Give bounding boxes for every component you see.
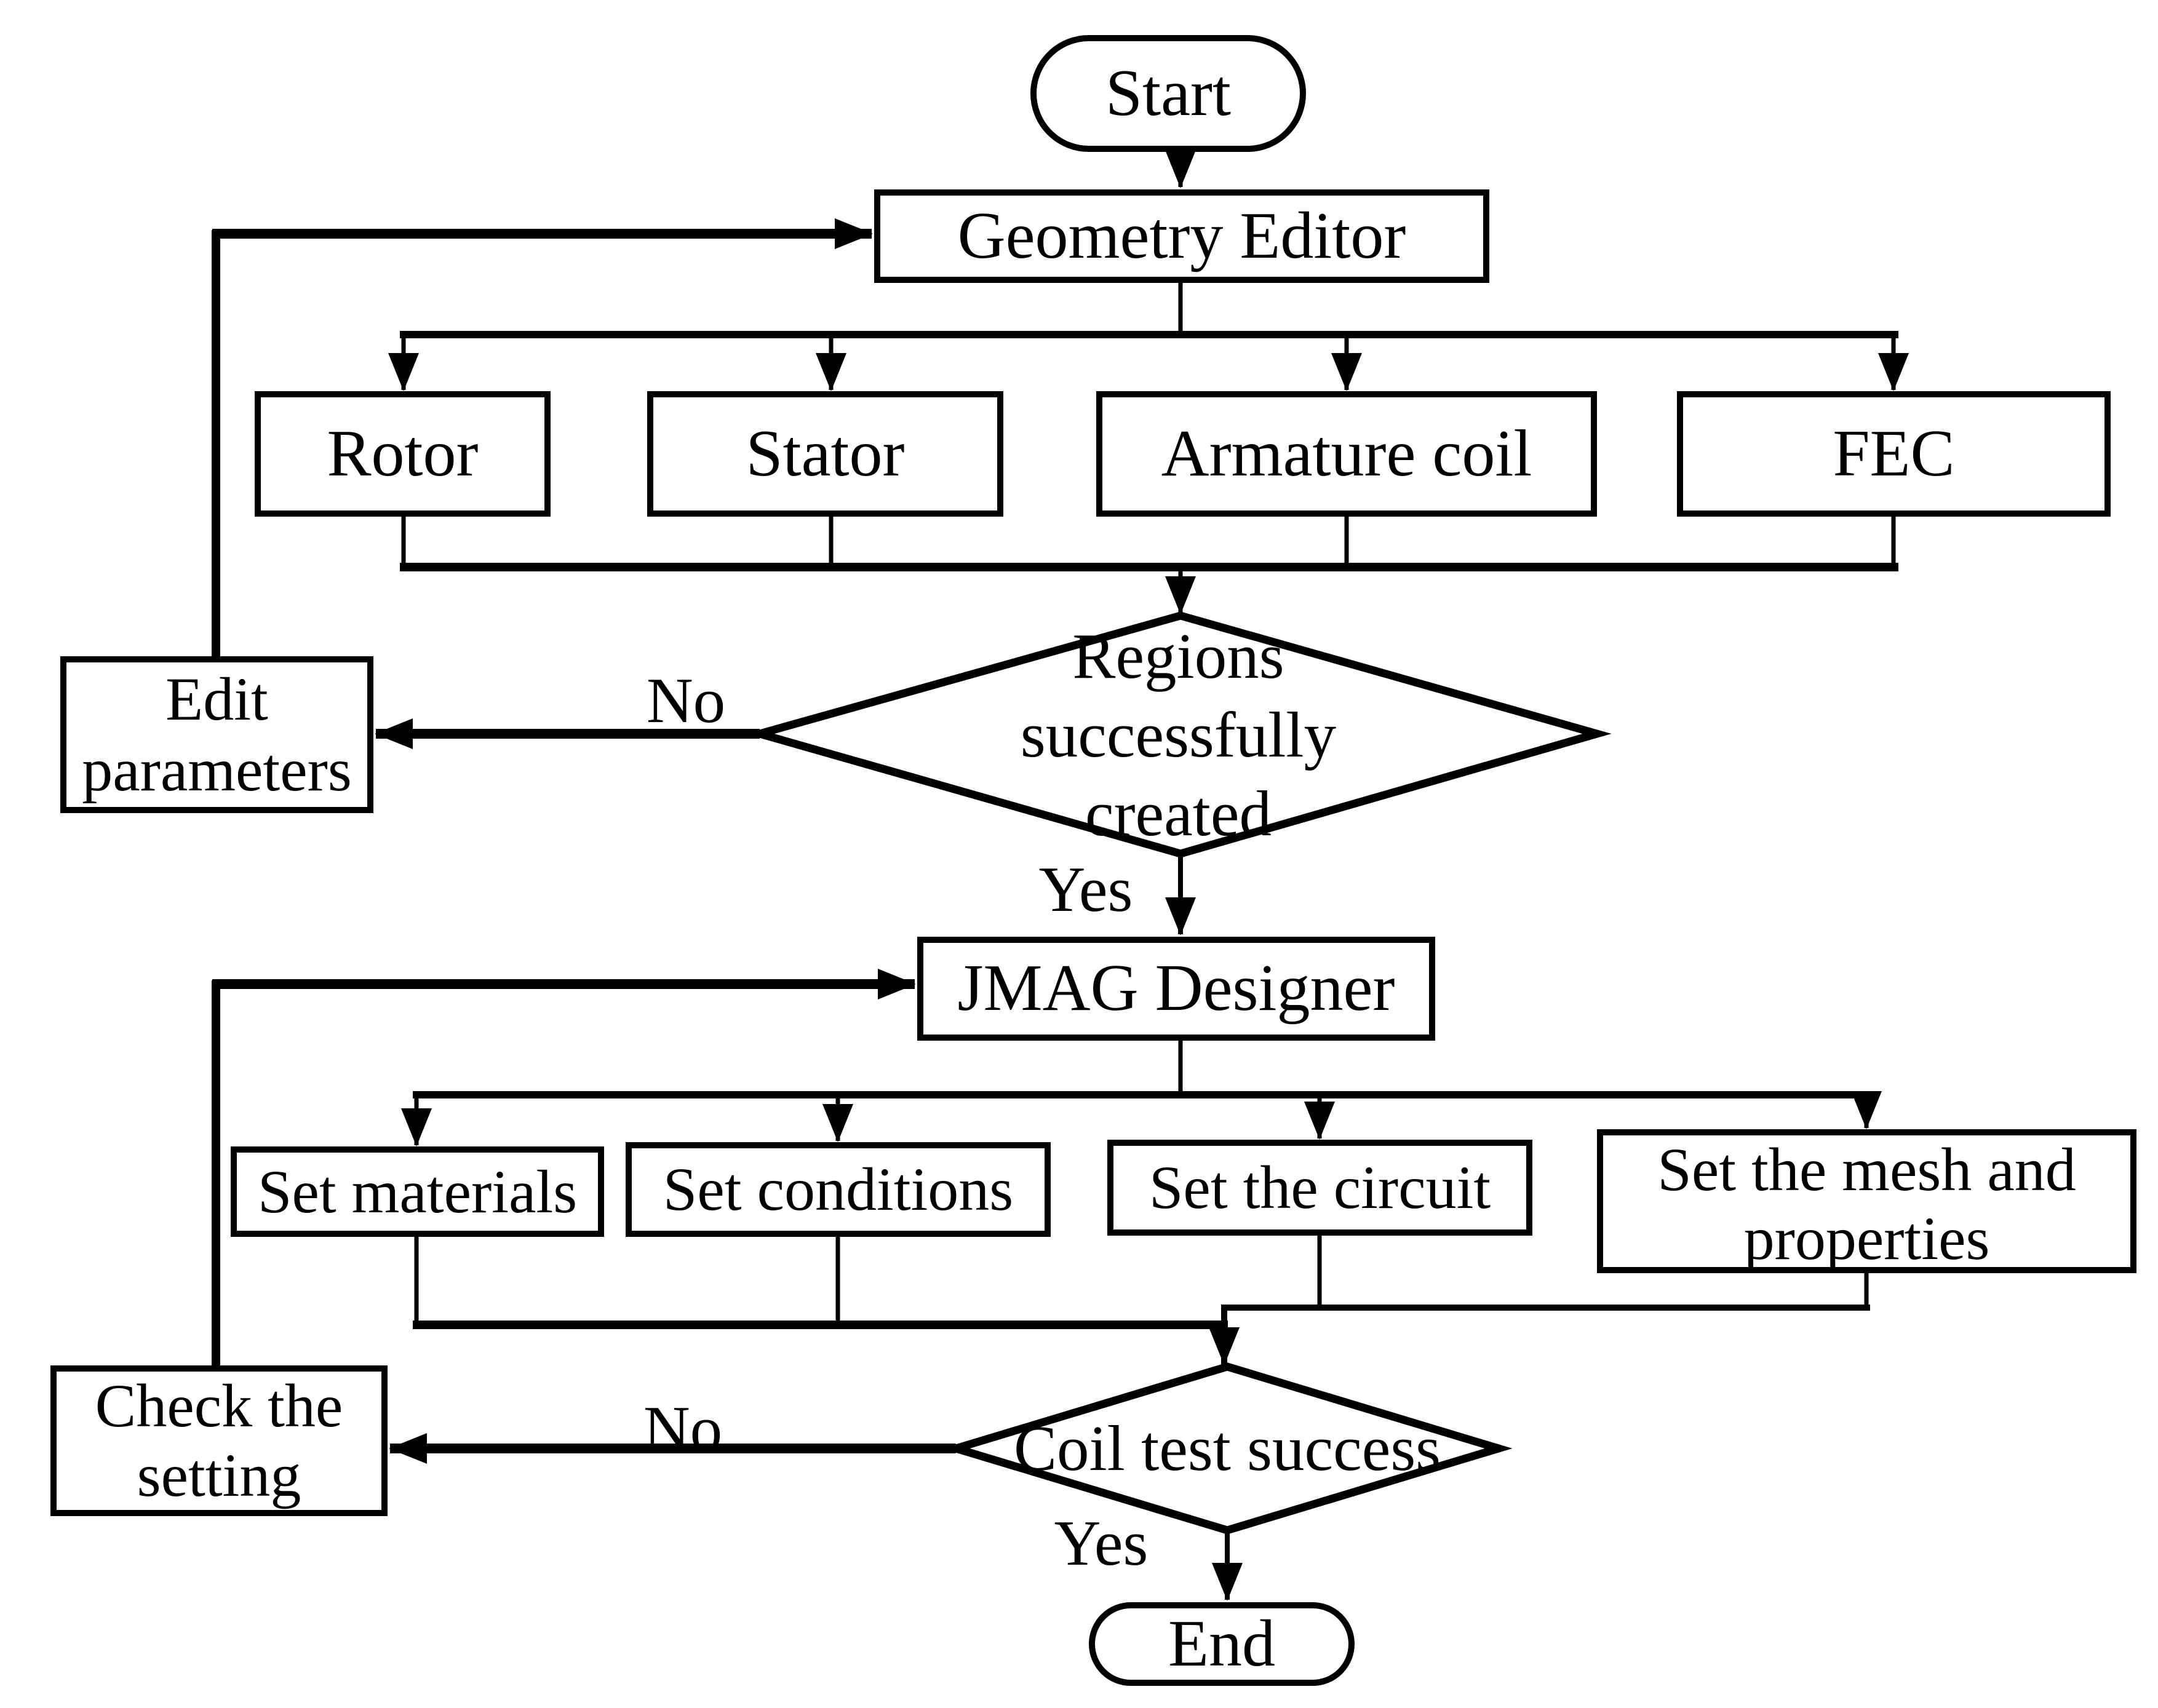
set-the-circuit-node: Set the circuit (1107, 1140, 1532, 1236)
fec-node: FEC (1677, 391, 2111, 517)
armature-coil-node: Armature coil (1096, 391, 1597, 517)
stator-node: Stator (647, 391, 1003, 517)
edit-parameters-line1: Edit (165, 664, 268, 733)
jmag-designer-node: JMAG Designer (917, 937, 1435, 1041)
regions-decision-line3: created (1085, 777, 1272, 849)
geometry-editor-label: Geometry Editor (957, 199, 1406, 272)
set-conditions-node: Set conditions (626, 1142, 1051, 1237)
start-node: Start (1030, 35, 1306, 152)
check-setting-line1: Check the (95, 1372, 343, 1440)
coil-yes-label: Yes (1054, 1507, 1149, 1579)
rotor-label: Rotor (327, 416, 479, 490)
end-label: End (1168, 1607, 1275, 1680)
rotor-node: Rotor (255, 391, 551, 517)
set-mesh-line2: properties (1743, 1204, 1990, 1273)
set-mesh-line1: Set the mesh and (1657, 1135, 2076, 1204)
coil-decision-shape (942, 1362, 1513, 1535)
coil-decision-label: Coil test success (1013, 1412, 1441, 1484)
check-setting-node: Check the setting (50, 1365, 388, 1516)
regions-decision-line2: successfully (1020, 698, 1337, 771)
edit-parameters-line2: parameters (82, 736, 352, 804)
fec-label: FEC (1833, 416, 1955, 490)
coil-no-label: No (643, 1392, 723, 1464)
check-setting-line2: setting (137, 1440, 301, 1509)
end-node: End (1089, 1602, 1355, 1686)
coil-decision-text: Coil test success (956, 1367, 1499, 1530)
armature-coil-label: Armature coil (1161, 416, 1532, 490)
set-materials-label: Set materials (257, 1157, 578, 1226)
set-conditions-label: Set conditions (663, 1155, 1014, 1223)
start-label: Start (1105, 56, 1231, 130)
regions-decision-line1: Regions (1072, 619, 1284, 692)
set-mesh-node: Set the mesh and properties (1597, 1129, 2136, 1273)
regions-no-label: No (646, 664, 726, 736)
jmag-designer-label: JMAG Designer (957, 951, 1395, 1025)
regions-decision-shape (745, 611, 1612, 858)
set-the-circuit-label: Set the circuit (1149, 1153, 1491, 1221)
stator-label: Stator (746, 416, 905, 490)
regions-decision-text: Regions successfully created (760, 616, 1597, 854)
edit-parameters-node: Edit parameters (60, 656, 373, 813)
set-materials-node: Set materials (231, 1146, 604, 1237)
geometry-editor-node: Geometry Editor (874, 189, 1489, 283)
regions-yes-label: Yes (1038, 853, 1133, 925)
